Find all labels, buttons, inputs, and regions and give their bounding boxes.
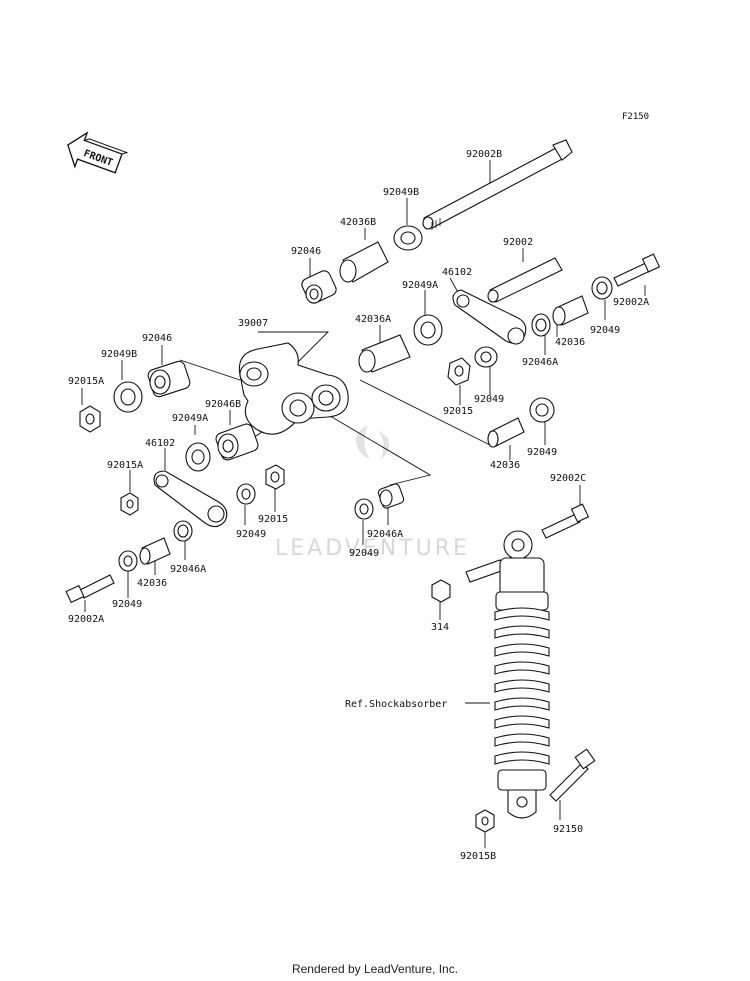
label-42036-left: 42036 bbox=[137, 578, 167, 589]
front-arrow-icon: FRONT bbox=[67, 131, 129, 174]
seal-92049a-left bbox=[185, 442, 211, 472]
label-92046b: 92046B bbox=[205, 399, 241, 410]
label-92046-left: 92046 bbox=[142, 333, 172, 344]
collar-42036-left bbox=[139, 537, 171, 565]
seal-92049-right-top bbox=[591, 276, 613, 300]
shaft-92002b bbox=[422, 139, 573, 230]
leader-lines bbox=[81, 160, 646, 848]
label-92049a-right: 92049A bbox=[402, 280, 438, 291]
label-42036-right: 42036 bbox=[555, 337, 585, 348]
bearing-92046b bbox=[215, 423, 259, 461]
label-92049b-left: 92049B bbox=[101, 349, 137, 360]
label-92002a-right: 92002A bbox=[613, 297, 649, 308]
label-92046a-mid: 92046A bbox=[367, 529, 403, 540]
label-42036a: 42036A bbox=[355, 314, 391, 325]
collar-42036-right bbox=[552, 295, 589, 326]
label-92049a-left: 92049A bbox=[172, 413, 208, 424]
shock-spring bbox=[494, 607, 550, 765]
label-92015b: 92015B bbox=[460, 851, 496, 862]
label-92049-left-mid: 92049 bbox=[236, 529, 266, 540]
nut-92015-mid bbox=[265, 464, 285, 490]
label-92002: 92002 bbox=[503, 237, 533, 248]
rod-46102-right bbox=[452, 289, 527, 345]
label-92049-right-top: 92049 bbox=[590, 325, 620, 336]
leadventure-watermark: LEADVENTURE bbox=[275, 425, 470, 561]
label-92049-lower-right: 92049 bbox=[527, 447, 557, 458]
label-92046-top: 92046 bbox=[291, 246, 321, 257]
label-92015a-left: 92015A bbox=[107, 460, 143, 471]
label-314: 314 bbox=[431, 622, 449, 633]
bearing-92046-left bbox=[147, 360, 191, 398]
footer-credit: Rendered by LeadVenture, Inc. bbox=[291, 962, 459, 976]
seal-92049-mid-lower bbox=[354, 498, 374, 520]
nut-92015a-left bbox=[120, 492, 139, 516]
collar-42036-lower bbox=[487, 417, 525, 448]
seal-92049-left-mid bbox=[236, 483, 256, 505]
nut-92015a-top-left bbox=[79, 405, 101, 433]
bearing-92046a-mid bbox=[377, 483, 405, 509]
seal-92049-left-lower bbox=[118, 550, 138, 572]
label-92049-right-mid: 92049 bbox=[474, 394, 504, 405]
label-92046a-right: 92046A bbox=[522, 357, 558, 368]
bolt-92002 bbox=[487, 257, 563, 303]
bolt-92150 bbox=[549, 748, 596, 802]
label-46102-left: 46102 bbox=[145, 438, 175, 449]
rocker-arm-39007 bbox=[238, 342, 349, 435]
nut-314 bbox=[431, 579, 451, 603]
label-92015-right: 92015 bbox=[443, 406, 473, 417]
seal-92049a-right bbox=[413, 314, 443, 346]
label-39007: 39007 bbox=[238, 318, 268, 329]
label-92046a-left: 92046A bbox=[170, 564, 206, 575]
rod-46102-left bbox=[153, 470, 228, 528]
label-92015a-top-left: 92015A bbox=[68, 376, 104, 387]
seal-92049b-top bbox=[393, 225, 423, 251]
part-labels: 92002B 92049B 42036B 92046 92002 46102 9… bbox=[68, 149, 649, 862]
collar-42036a bbox=[358, 334, 411, 373]
bolt-92002a-left bbox=[65, 574, 115, 604]
bearing-92046-top bbox=[301, 270, 337, 304]
bearing-92046a-right bbox=[531, 313, 551, 337]
label-92002a-left: 92002A bbox=[68, 614, 104, 625]
seal-92049-lower-right bbox=[529, 397, 555, 423]
label-92049-mid-lower: 92049 bbox=[349, 548, 379, 559]
label-92002b: 92002B bbox=[466, 149, 502, 160]
diagram-code: F2150 bbox=[622, 112, 650, 122]
label-92015-mid: 92015 bbox=[258, 514, 288, 525]
watermark-text: LEADVENTURE bbox=[275, 536, 470, 561]
label-42036b: 42036B bbox=[340, 217, 376, 228]
label-46102-right: 46102 bbox=[442, 267, 472, 278]
nut-92015-right bbox=[447, 357, 471, 386]
label-ref-shockabsorber: Ref.Shockabsorber bbox=[345, 699, 447, 710]
collar-42036b bbox=[339, 241, 389, 283]
seal-92049-right-mid bbox=[474, 346, 498, 368]
seal-92049b-left bbox=[113, 381, 143, 413]
shock-absorber bbox=[465, 530, 550, 819]
bolt-92002a-right bbox=[613, 253, 661, 287]
label-92049-left-lower: 92049 bbox=[112, 599, 142, 610]
bearing-92046a-left bbox=[173, 520, 193, 542]
nut-92015b bbox=[475, 809, 495, 833]
label-92002c: 92002C bbox=[550, 473, 586, 484]
label-92049b-top: 92049B bbox=[383, 187, 419, 198]
label-42036-lower: 42036 bbox=[490, 460, 520, 471]
label-92150: 92150 bbox=[553, 824, 583, 835]
bolt-92002c bbox=[541, 503, 590, 539]
